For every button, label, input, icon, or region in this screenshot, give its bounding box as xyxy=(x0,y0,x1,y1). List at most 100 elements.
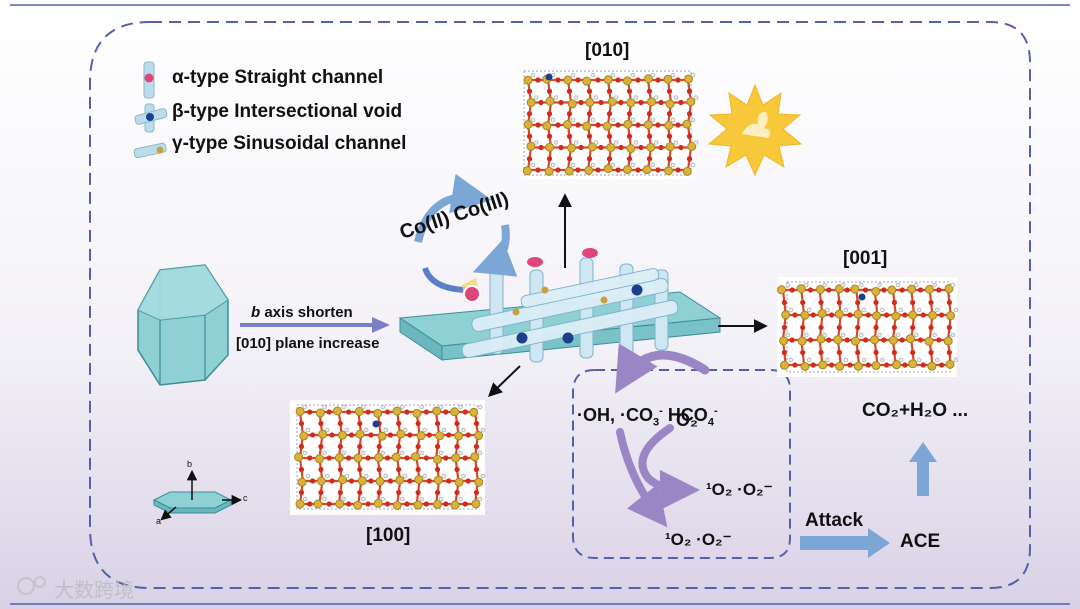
oxygen-atom xyxy=(434,420,441,427)
silicon-atom xyxy=(665,99,675,109)
silicon-atom xyxy=(816,334,826,344)
oxygen-atom xyxy=(454,443,460,450)
silicon-atom xyxy=(375,476,385,486)
oxygen-atom xyxy=(635,77,641,83)
silicon-atom xyxy=(544,166,554,176)
silicon-atom xyxy=(373,408,383,418)
silicon-atom xyxy=(396,429,406,439)
oxygen-atom xyxy=(928,299,934,306)
silicon-atom xyxy=(834,284,844,294)
oxygen-atom xyxy=(454,489,460,496)
oxygen-atom xyxy=(365,409,371,415)
hydrogen-atom xyxy=(630,72,636,78)
silicon-atom xyxy=(432,406,442,416)
hydrogen-atom xyxy=(438,404,444,410)
hydrogen-atom xyxy=(458,496,463,502)
silicon-atom xyxy=(373,498,383,508)
oxygen-atom xyxy=(658,144,664,151)
oxygen-atom xyxy=(357,489,363,496)
oxygen-atom xyxy=(818,349,824,356)
hydrogen-atom xyxy=(530,162,536,168)
oxygen-atom xyxy=(337,466,343,473)
silicon-atom xyxy=(563,120,573,130)
hydrogen-atom xyxy=(935,307,940,313)
hydrogen-atom xyxy=(610,162,616,168)
oxygen-atom xyxy=(298,466,305,473)
oxygen-atom xyxy=(862,337,869,343)
oxygen-atom xyxy=(462,501,468,507)
oxygen-atom xyxy=(686,133,693,139)
oxygen-atom xyxy=(810,312,816,318)
hydrogen-atom xyxy=(399,450,405,456)
hydrogen-atom xyxy=(341,496,347,502)
silicon-atom xyxy=(927,361,937,371)
oxygen-label: O₂ xyxy=(676,410,698,430)
oxygen-atom xyxy=(618,144,624,151)
silicon-atom xyxy=(643,120,653,130)
hydrogen-atom xyxy=(613,95,619,100)
oxygen-atom xyxy=(384,409,391,415)
silicon-atom xyxy=(944,284,954,294)
oxygen-atom xyxy=(473,443,480,450)
oxygen-atom xyxy=(686,88,693,94)
silicon-atom xyxy=(337,430,347,440)
silicon-atom xyxy=(607,97,617,107)
axis-b-label: b xyxy=(187,459,193,469)
oxygen-atom xyxy=(566,133,573,139)
oxygen-atom xyxy=(646,88,653,94)
hydrogen-atom xyxy=(570,117,576,123)
oxygen-atom xyxy=(646,156,653,162)
oxygen-atom xyxy=(655,77,661,83)
silicon-atom xyxy=(584,165,594,175)
oxygen-atom xyxy=(902,362,908,368)
silicon-atom xyxy=(682,119,692,129)
silicon-atom xyxy=(606,142,616,152)
silicon-atom xyxy=(664,166,674,176)
oxygen-atom xyxy=(626,88,633,94)
hydrogen-atom xyxy=(458,404,463,410)
silicon-atom xyxy=(626,98,636,108)
silicon-atom xyxy=(587,142,597,152)
ace-to-products-arrow xyxy=(909,442,937,496)
oxygen-atom xyxy=(655,122,661,128)
co-site-marker xyxy=(545,73,553,81)
silicon-atom xyxy=(567,143,577,153)
hydrogen-atom xyxy=(932,282,937,288)
oxygen-atom xyxy=(318,420,324,427)
hydrogen-atom xyxy=(613,140,619,145)
oxygen-atom xyxy=(326,409,332,415)
legend-gamma-icon xyxy=(133,142,167,159)
radical-species-label: ·OH, ·CO3- HCO4- xyxy=(577,405,718,429)
silicon-atom xyxy=(299,431,309,441)
oxygen-atom xyxy=(873,299,879,306)
hydrogen-atom xyxy=(402,427,408,433)
oxygen-atom xyxy=(384,455,391,461)
hydrogen-atom xyxy=(843,357,849,363)
hydrogen-atom xyxy=(690,117,696,123)
silicon-atom xyxy=(374,453,384,463)
ros-label-upper: ¹O₂ ·O₂⁻ xyxy=(706,480,773,499)
oxygen-atom xyxy=(920,312,926,318)
silicon-atom xyxy=(377,431,387,441)
silicon-atom xyxy=(891,311,901,321)
silicon-atom xyxy=(295,499,305,509)
silicon-atom xyxy=(815,284,825,294)
hydrogen-atom xyxy=(477,404,483,410)
direction-010-label: [010] xyxy=(585,40,630,61)
silicon-atom xyxy=(871,361,881,371)
silicon-atom xyxy=(907,284,917,294)
silicon-atom xyxy=(450,407,460,417)
legend-alpha-icon xyxy=(143,61,155,99)
oxygen-atom xyxy=(446,432,452,438)
oxygen-atom xyxy=(626,111,633,117)
oxygen-atom xyxy=(368,478,374,484)
structure-001-panel xyxy=(777,277,959,377)
hydrogen-atom xyxy=(302,496,308,502)
silicon-atom xyxy=(908,310,918,320)
silicon-atom xyxy=(435,431,445,441)
hydrogen-atom xyxy=(530,117,536,123)
silicon-atom xyxy=(872,311,882,321)
silicon-atom xyxy=(432,454,442,464)
oxygen-atom xyxy=(946,324,952,331)
oxygen-atom xyxy=(575,167,581,173)
